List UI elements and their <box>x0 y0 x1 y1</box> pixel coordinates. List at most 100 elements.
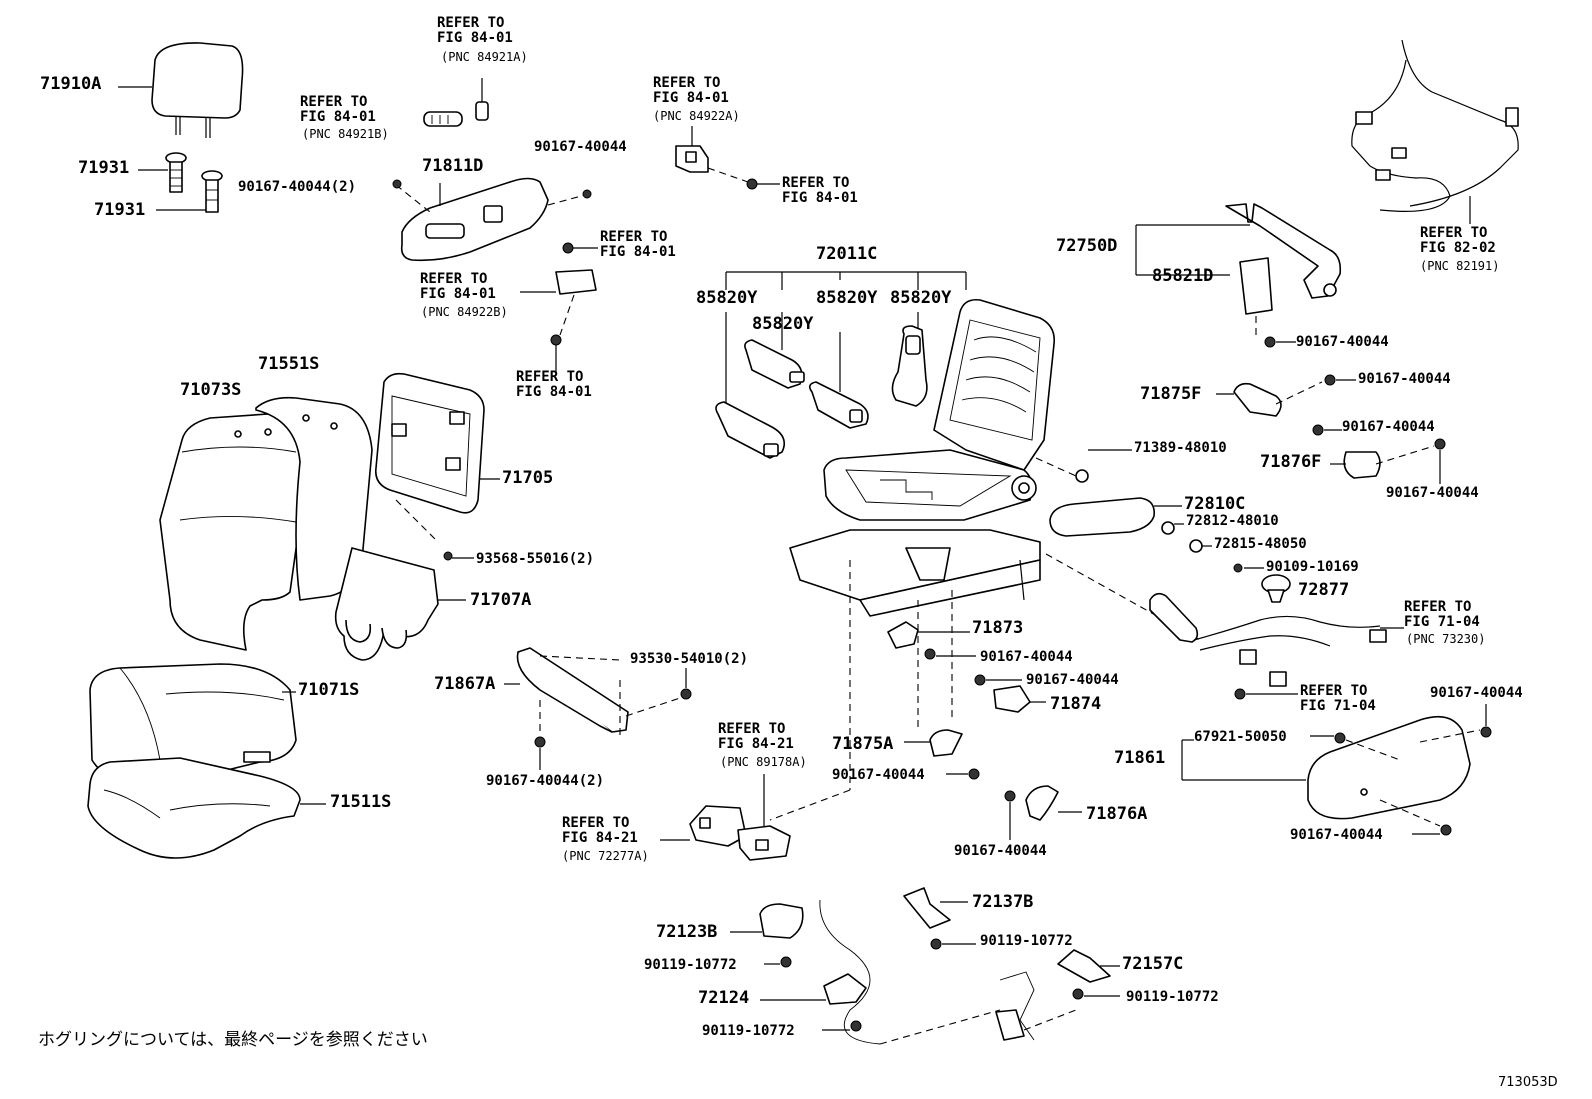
position-sensor-drawing <box>675 126 780 190</box>
part-number-90167-40044-b: 90167-40044 <box>1296 334 1389 350</box>
part-number-72877: 72877 <box>1298 580 1350 600</box>
part-number-90167-40044-a: 90167-40044 <box>534 139 627 155</box>
pnc-89178A: (PNC 89178A) <box>720 755 807 769</box>
part-number-71073S: 71073S <box>180 380 242 400</box>
part-number-71910A: 71910A <box>40 74 102 94</box>
seat-belt-buckle-harness-drawing <box>1149 592 1404 700</box>
refer-to-fig-84-01-c: REFER TO FIG 84-01 <box>653 75 729 106</box>
refer-to-fig-84-01-b: REFER TO FIG 84-01 <box>300 94 376 125</box>
part-number-71705: 71705 <box>502 468 554 488</box>
part-number-67921-50050: 67921-50050 <box>1194 729 1287 745</box>
pnc-72277A: (PNC 72277A) <box>562 849 649 863</box>
part-number-71876A: 71876A <box>1086 804 1148 824</box>
seat-cushion-cover-drawing <box>89 663 297 786</box>
part-number-72011C: 72011C <box>816 244 878 264</box>
part-number-71931-upper: 71931 <box>78 158 130 178</box>
pnc-84922B: (PNC 84922B) <box>421 305 508 319</box>
part-number-71389-48010: 71389-48010 <box>1134 440 1227 456</box>
part-number-90167-40044-g: 90167-40044 <box>1026 672 1119 688</box>
pnc-84921B: (PNC 84921B) <box>302 127 389 141</box>
part-number-90167-40044-h: 90167-40044 <box>832 767 925 783</box>
refer-to-fig-84-01-g: REFER TO FIG 84-01 <box>516 369 592 400</box>
part-number-90119-10772-d: 90119-10772 <box>702 1023 795 1039</box>
headrest-guide-drawing <box>138 152 223 213</box>
part-number-71875A: 71875A <box>832 734 894 754</box>
part-number-71861: 71861 <box>1114 748 1166 768</box>
part-number-71511S: 71511S <box>330 792 392 812</box>
part-number-71551S: 71551S <box>258 354 320 374</box>
refer-to-fig-84-01-f: REFER TO FIG 84-01 <box>420 271 496 302</box>
part-number-85820Y-d: 85820Y <box>752 314 814 334</box>
pnc-73230: (PNC 73230) <box>1406 632 1486 646</box>
seatback-lower-board-drawing <box>334 547 466 661</box>
armrest-drawing <box>1049 449 1291 603</box>
seat-belt-sensor-drawing <box>1135 203 1342 336</box>
part-number-72810C: 72810C <box>1184 494 1246 514</box>
outer-side-shield-drawing <box>1181 704 1492 836</box>
seatback-cover-drawing <box>159 413 305 651</box>
pnc-84921A: (PNC 84921A) <box>441 50 528 64</box>
refer-to-fig-84-21-b: REFER TO FIG 84-21 <box>562 815 638 846</box>
part-number-90119-10772-b: 90119-10772 <box>644 957 737 973</box>
part-number-90167-40044-f: 90167-40044 <box>980 649 1073 665</box>
part-number-71811D: 71811D <box>422 156 484 176</box>
rail-cover-drawing <box>730 887 1120 1045</box>
part-number-90167-40044-2-b: 90167-40044(2) <box>486 773 605 789</box>
part-number-72123B: 72123B <box>656 922 718 942</box>
refer-to-fig-82-02: REFER TO FIG 82-02 <box>1420 225 1496 256</box>
part-number-85820Y-b: 85820Y <box>816 288 878 308</box>
part-number-85821D: 85821D <box>1152 266 1214 286</box>
hog-ring-note: ホグリングについては、最終ページを参照ください <box>38 1030 428 1050</box>
part-number-90167-40044-i: 90167-40044 <box>954 843 1047 859</box>
part-number-71873: 71873 <box>972 618 1024 638</box>
refer-to-fig-84-01-a: REFER TO FIG 84-01 <box>437 15 513 46</box>
part-number-90119-10772-c: 90119-10772 <box>1126 989 1219 1005</box>
part-number-85820Y-a: 85820Y <box>696 288 758 308</box>
part-number-71707A: 71707A <box>470 590 532 610</box>
seat-module-drawing <box>660 774 791 861</box>
part-number-71876F: 71876F <box>1260 452 1322 472</box>
part-number-90167-40044-e: 90167-40044 <box>1386 485 1479 501</box>
part-number-71875F: 71875F <box>1140 384 1202 404</box>
seat-wire-harness-drawing <box>1351 39 1519 224</box>
seat-side-shield-drawing <box>392 177 592 262</box>
right-side-shield-covers-drawing <box>1216 336 1446 484</box>
part-number-90119-10772-a: 90119-10772 <box>980 933 1073 949</box>
part-number-90167-40044-j: 90167-40044 <box>1430 685 1523 701</box>
part-number-90167-40044-k: 90167-40044 <box>1290 827 1383 843</box>
part-number-93530-54010-2: 93530-54010(2) <box>630 651 749 667</box>
part-number-72124: 72124 <box>698 988 750 1008</box>
part-number-90109-10169: 90109-10169 <box>1266 559 1359 575</box>
switch-bracket-drawing <box>520 242 598 376</box>
front-cover-drawing <box>504 647 692 770</box>
part-number-71071S: 71071S <box>298 680 360 700</box>
refer-to-fig-84-01-e: REFER TO FIG 84-01 <box>600 229 676 260</box>
seat-frame-drawing <box>715 271 1201 641</box>
refer-to-fig-84-01-d: REFER TO FIG 84-01 <box>782 175 858 206</box>
pnc-84922A: (PNC 84922A) <box>653 109 740 123</box>
part-number-90167-40044-2-a: 90167-40044(2) <box>238 179 357 195</box>
seat-cushion-pad-drawing <box>87 757 326 859</box>
refer-to-fig-84-21-a: REFER TO FIG 84-21 <box>718 721 794 752</box>
part-number-71867A: 71867A <box>434 674 496 694</box>
refer-to-fig-71-04-a: REFER TO FIG 71-04 <box>1404 599 1480 630</box>
part-number-93568-55016-2: 93568-55016(2) <box>476 551 595 567</box>
part-number-72137B: 72137B <box>972 892 1034 912</box>
pnc-82191: (PNC 82191) <box>1420 259 1500 273</box>
part-number-90167-40044-d: 90167-40044 <box>1342 419 1435 435</box>
part-number-71931-lower: 71931 <box>94 200 146 220</box>
power-seat-switch-knobs <box>423 78 489 127</box>
part-number-90167-40044-c: 90167-40044 <box>1358 371 1451 387</box>
part-number-72812-48010: 72812-48010 <box>1186 513 1279 529</box>
part-number-72157C: 72157C <box>1122 954 1184 974</box>
figure-code: 713053D <box>1498 1075 1558 1090</box>
refer-to-fig-71-04-b: REFER TO FIG 71-04 <box>1300 683 1376 714</box>
part-number-72750D: 72750D <box>1056 236 1118 256</box>
cover-clips-drawing <box>769 560 1082 840</box>
seatback-board-drawing <box>374 372 500 561</box>
part-number-72815-48050: 72815-48050 <box>1214 536 1307 552</box>
headrest-drawing <box>118 42 244 138</box>
part-number-85820Y-c: 85820Y <box>890 288 952 308</box>
